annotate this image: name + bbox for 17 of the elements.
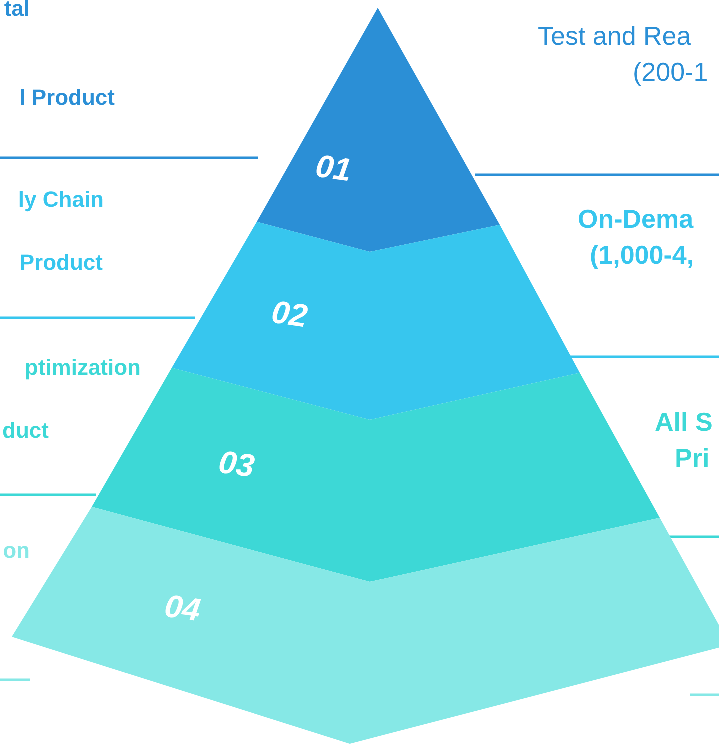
tier-text: l Product <box>20 86 115 110</box>
tier-text: duct <box>2 419 49 444</box>
layer-number: 04 <box>162 590 203 626</box>
layer-number: 01 <box>314 150 354 186</box>
tier-text: (1,000-4, <box>590 241 694 270</box>
tier-text: on <box>3 539 30 564</box>
tier-text: Test and Rea <box>538 22 692 51</box>
tier-text: tal <box>4 0 30 22</box>
tier-text: All S <box>655 408 713 437</box>
tier-text: On-Dema <box>578 205 694 234</box>
tier-text: (200-1 <box>633 58 708 87</box>
tier-text: Product <box>20 251 103 276</box>
layer-number: 02 <box>270 296 310 332</box>
tier-text: ly Chain <box>18 188 104 212</box>
tier-text: Pri <box>675 444 710 473</box>
layer-number: 03 <box>216 446 257 482</box>
tier-text: ptimization <box>24 356 141 380</box>
